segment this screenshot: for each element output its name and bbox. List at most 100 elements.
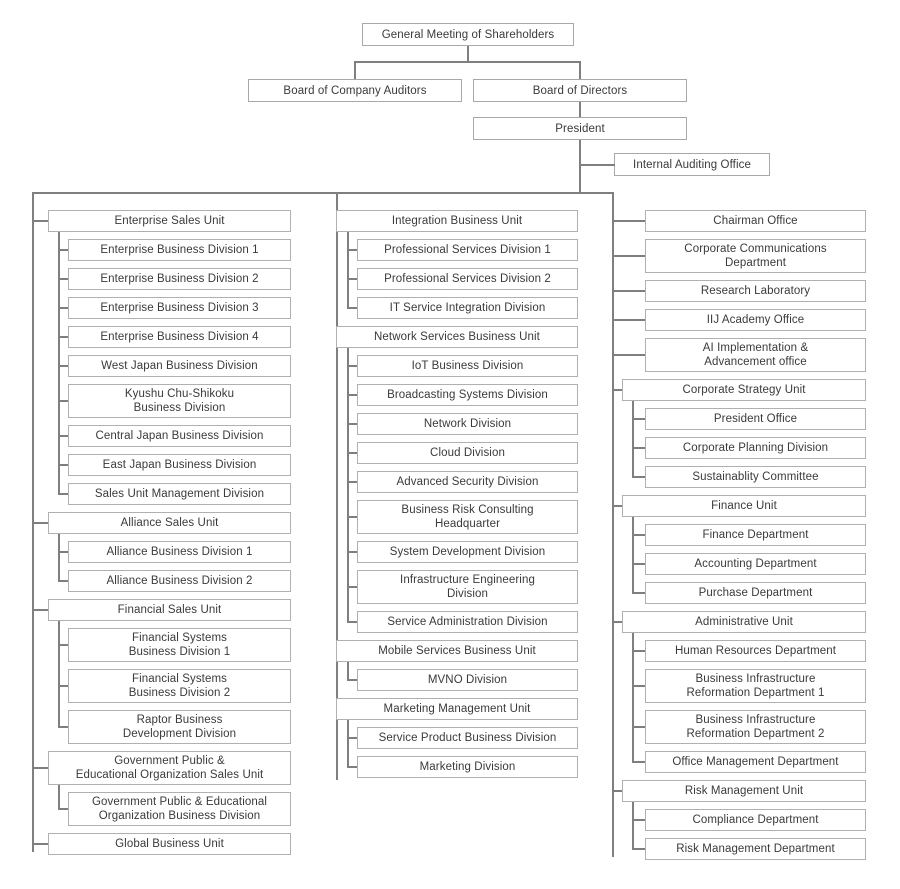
node-right-7[interactable]: Corporate Planning Division xyxy=(645,437,866,459)
connector-right-1 xyxy=(612,220,645,222)
top-node-directors[interactable]: Board of Directors xyxy=(473,79,687,102)
node-middle-7[interactable]: Network Division xyxy=(357,413,578,435)
node-left-4[interactable]: Enterprise Business Division 4 xyxy=(68,326,291,348)
node-middle-18[interactable]: Marketing Division xyxy=(357,756,578,778)
node-left-8[interactable]: East Japan Business Division xyxy=(68,454,291,476)
connector-v-10 xyxy=(612,192,614,857)
node-right-15[interactable]: Business Infrastructure Reformation Depa… xyxy=(645,669,866,703)
subtrunk-right-13 xyxy=(632,517,634,594)
subtrunk-middle-16 xyxy=(347,662,349,681)
unit-left-10[interactable]: Alliance Sales Unit xyxy=(48,512,291,534)
unit-middle-4[interactable]: Network Services Business Unit xyxy=(336,326,578,348)
unit-left-13[interactable]: Financial Sales Unit xyxy=(48,599,291,621)
subtrunk-left-10 xyxy=(58,232,60,495)
node-right-20[interactable]: Risk Management Department xyxy=(645,838,866,860)
connector-child-middle-6 xyxy=(347,365,357,367)
node-middle-10[interactable]: Business Risk Consulting Headquarter xyxy=(357,500,578,534)
connector-child-left-10 xyxy=(58,493,68,495)
connector-child-left-3 xyxy=(58,278,68,280)
node-right-2[interactable]: Research Laboratory xyxy=(645,280,866,302)
subtrunk-right-21 xyxy=(632,802,634,850)
node-left-5[interactable]: West Japan Business Division xyxy=(68,355,291,377)
connector-child-middle-12 xyxy=(347,551,357,553)
node-left-9[interactable]: Sales Unit Management Division xyxy=(68,483,291,505)
unit-middle-16[interactable]: Marketing Management Unit xyxy=(336,698,578,720)
node-right-12[interactable]: Purchase Department xyxy=(645,582,866,604)
unit-middle-0[interactable]: Integration Business Unit xyxy=(336,210,578,232)
unit-left-0[interactable]: Enterprise Sales Unit xyxy=(48,210,291,232)
node-left-18[interactable]: Government Public & Educational Organiza… xyxy=(68,792,291,826)
node-left-15[interactable]: Financial Systems Business Division 2 xyxy=(68,669,291,703)
node-right-8[interactable]: Sustainablity Committee xyxy=(645,466,866,488)
connector-v-3 xyxy=(579,61,581,79)
node-right-0[interactable]: Chairman Office xyxy=(645,210,866,232)
connector-h-6 xyxy=(579,164,615,166)
node-middle-9[interactable]: Advanced Security Division xyxy=(357,471,578,493)
connector-unit-right-10 xyxy=(612,505,622,507)
connector-h-7 xyxy=(32,192,614,194)
connector-child-middle-13 xyxy=(347,586,357,588)
node-middle-1[interactable]: Professional Services Division 1 xyxy=(357,239,578,261)
connector-child-right-9 xyxy=(632,476,645,478)
connector-unit-right-6 xyxy=(612,389,622,391)
unit-left-19[interactable]: Global Business Unit xyxy=(48,833,291,855)
node-right-17[interactable]: Office Management Department xyxy=(645,751,866,773)
connector-child-right-21 xyxy=(632,848,645,850)
top-node-shareholders[interactable]: General Meeting of Shareholders xyxy=(362,23,574,46)
node-left-6[interactable]: Kyushu Chu-Shikoku Business Division xyxy=(68,384,291,418)
top-node-internal_audit[interactable]: Internal Auditing Office xyxy=(614,153,770,176)
connector-child-right-8 xyxy=(632,447,645,449)
connector-child-middle-4 xyxy=(347,307,357,309)
connector-unit-left-18 xyxy=(32,767,48,769)
node-right-4[interactable]: AI Implementation & Advancement office xyxy=(645,338,866,372)
node-middle-13[interactable]: Service Administration Division xyxy=(357,611,578,633)
node-middle-11[interactable]: System Development Division xyxy=(357,541,578,563)
node-left-14[interactable]: Financial Systems Business Division 1 xyxy=(68,628,291,662)
node-left-7[interactable]: Central Japan Business Division xyxy=(68,425,291,447)
node-left-1[interactable]: Enterprise Business Division 1 xyxy=(68,239,291,261)
node-middle-12[interactable]: Infrastructure Engineering Division xyxy=(357,570,578,604)
unit-right-9[interactable]: Finance Unit xyxy=(622,495,866,517)
node-middle-3[interactable]: IT Service Integration Division xyxy=(357,297,578,319)
node-right-1[interactable]: Corporate Communications Department xyxy=(645,239,866,273)
connector-child-left-4 xyxy=(58,307,68,309)
subtrunk-middle-19 xyxy=(347,720,349,768)
node-left-16[interactable]: Raptor Business Development Division xyxy=(68,710,291,744)
node-right-3[interactable]: IIJ Academy Office xyxy=(645,309,866,331)
connector-h-1 xyxy=(354,61,580,63)
node-right-14[interactable]: Human Resources Department xyxy=(645,640,866,662)
node-right-16[interactable]: Business Infrastructure Reformation Depa… xyxy=(645,710,866,744)
connector-child-middle-11 xyxy=(347,516,357,518)
node-left-11[interactable]: Alliance Business Division 1 xyxy=(68,541,291,563)
node-right-10[interactable]: Finance Department xyxy=(645,524,866,546)
node-middle-5[interactable]: IoT Business Division xyxy=(357,355,578,377)
connector-right-4 xyxy=(612,319,645,321)
node-middle-2[interactable]: Professional Services Division 2 xyxy=(357,268,578,290)
top-node-auditors[interactable]: Board of Company Auditors xyxy=(248,79,462,102)
node-middle-8[interactable]: Cloud Division xyxy=(357,442,578,464)
connector-child-left-5 xyxy=(58,336,68,338)
node-left-3[interactable]: Enterprise Business Division 3 xyxy=(68,297,291,319)
unit-left-17[interactable]: Government Public & Educational Organiza… xyxy=(48,751,291,785)
connector-child-right-18 xyxy=(632,761,645,763)
node-left-2[interactable]: Enterprise Business Division 2 xyxy=(68,268,291,290)
connector-right-5 xyxy=(612,354,645,356)
node-right-6[interactable]: President Office xyxy=(645,408,866,430)
connector-child-right-11 xyxy=(632,534,645,536)
node-middle-17[interactable]: Service Product Business Division xyxy=(357,727,578,749)
node-middle-6[interactable]: Broadcasting Systems Division xyxy=(357,384,578,406)
node-right-19[interactable]: Compliance Department xyxy=(645,809,866,831)
top-node-president[interactable]: President xyxy=(473,117,687,140)
connector-v-9 xyxy=(336,192,338,780)
unit-right-5[interactable]: Corporate Strategy Unit xyxy=(622,379,866,401)
connector-v-4 xyxy=(579,102,581,117)
node-middle-15[interactable]: MVNO Division xyxy=(357,669,578,691)
connector-child-right-17 xyxy=(632,726,645,728)
unit-middle-14[interactable]: Mobile Services Business Unit xyxy=(336,640,578,662)
node-left-12[interactable]: Alliance Business Division 2 xyxy=(68,570,291,592)
node-right-11[interactable]: Accounting Department xyxy=(645,553,866,575)
connector-unit-left-11 xyxy=(32,522,48,524)
subtrunk-left-19 xyxy=(58,785,60,810)
unit-right-18[interactable]: Risk Management Unit xyxy=(622,780,866,802)
unit-right-13[interactable]: Administrative Unit xyxy=(622,611,866,633)
